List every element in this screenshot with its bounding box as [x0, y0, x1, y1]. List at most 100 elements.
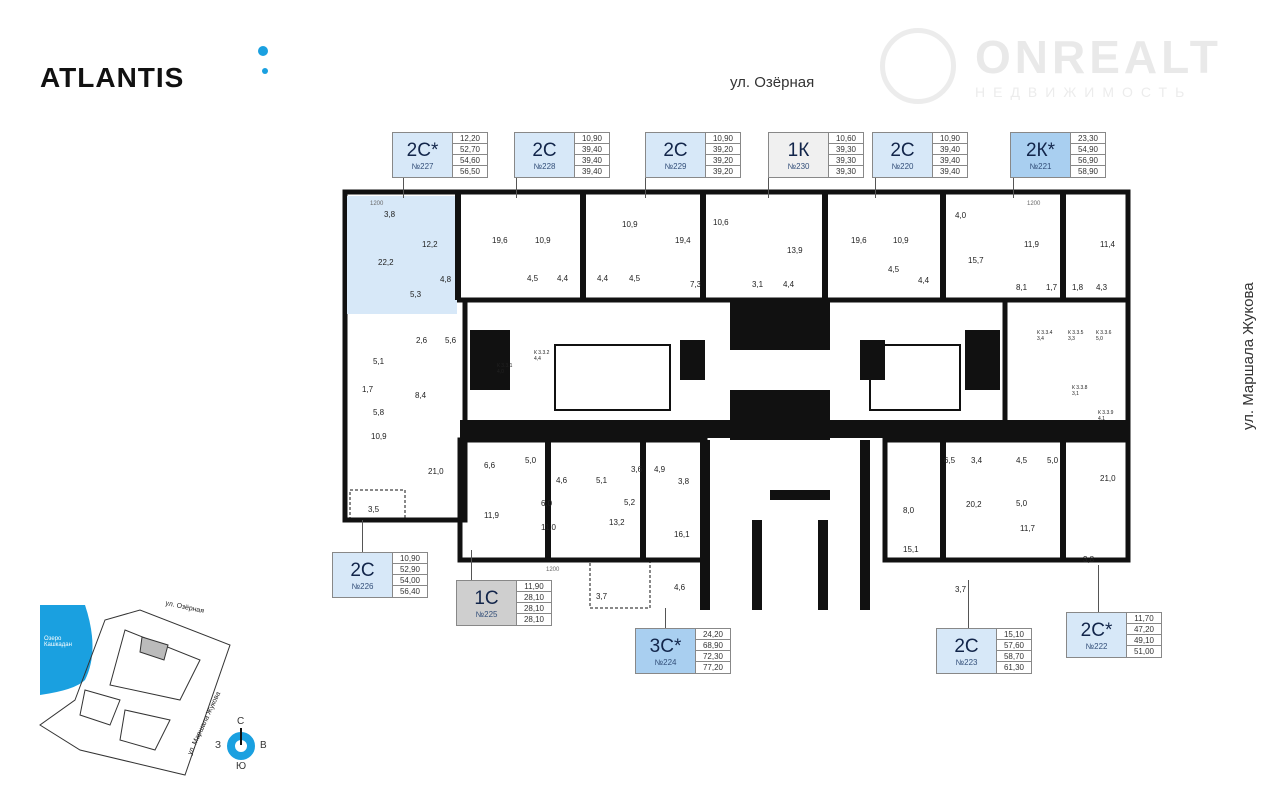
room-area: 3,4	[971, 456, 983, 465]
street-top: ул. Озёрная	[730, 74, 815, 91]
compass-south: Ю	[236, 761, 247, 772]
logo-dot	[258, 46, 268, 56]
room-area: 10,6	[713, 218, 729, 227]
minimap-lake-label: Озеро Кашкадан	[44, 636, 72, 648]
room-area: 7,3	[690, 280, 702, 289]
room-area: 4,4	[783, 280, 795, 289]
room-area: 10,9	[535, 236, 551, 245]
compass-needle	[240, 728, 242, 745]
room-area: 5,1	[596, 476, 608, 485]
room-area: 8,1	[1016, 283, 1028, 292]
room-area: 4,5	[629, 274, 641, 283]
room-area: 16,1	[674, 530, 690, 539]
room-area: 3,6	[631, 465, 643, 474]
watermark-house-icon	[880, 28, 956, 104]
room-area: 2,6	[416, 336, 428, 345]
room-area: 19,6	[851, 236, 867, 245]
room-area: 22,2	[378, 258, 394, 267]
room-area: 10,9	[893, 236, 909, 245]
room-area: 5,1	[373, 357, 385, 366]
room-area: 5,8	[373, 408, 385, 417]
room-area: 1,8	[1072, 283, 1084, 292]
room-area: 19,6	[492, 236, 508, 245]
room-area: 5,3	[410, 290, 422, 299]
room-area: 11,9	[484, 511, 499, 520]
room-area: 3,1	[752, 280, 764, 289]
room-area: 20,2	[966, 500, 982, 509]
room-area: 3,5	[368, 505, 380, 514]
room-area: 4,5	[527, 274, 539, 283]
room-area: 15,1	[903, 545, 919, 554]
room-area: 5,2	[624, 498, 636, 507]
window-label: 1200	[370, 201, 384, 207]
room-area: 5,0	[1047, 456, 1059, 465]
room-area: 3,7	[955, 585, 967, 594]
room-area: 6,5	[944, 456, 956, 465]
room-area: 11,0	[541, 523, 556, 532]
compass-east: В	[260, 740, 267, 751]
room-area: 10,9	[622, 220, 638, 229]
room-area: 4,5	[888, 265, 900, 274]
room-area: 11,9	[1024, 240, 1039, 249]
room-area: 6,6	[484, 461, 496, 470]
room-area: 4,9	[654, 465, 666, 474]
room-area: 3,8	[384, 210, 396, 219]
watermark-subtitle: НЕДВИЖИМОСТЬ	[975, 84, 1193, 100]
logo-dot	[262, 68, 268, 74]
room-area: 5,0	[1016, 499, 1028, 508]
room-area: 3,8	[678, 477, 690, 486]
room-area: 6,0	[541, 499, 553, 508]
compass-north: С	[237, 716, 245, 727]
window-label: 1200	[1027, 201, 1041, 207]
room-area: 21,0	[1100, 474, 1116, 483]
room-area: 8,0	[903, 506, 915, 515]
room-area: 4,6	[674, 583, 686, 592]
room-area: 12,2	[422, 240, 438, 249]
room-area: 15,7	[968, 256, 984, 265]
room-area: 13,9	[787, 246, 803, 255]
room-area: 4,6	[556, 476, 568, 485]
room-area: 19,4	[675, 236, 691, 245]
room-area: 4,8	[440, 275, 452, 284]
room-area: 5,6	[445, 336, 457, 345]
room-area: 5,0	[525, 456, 537, 465]
room-area: 4,4	[597, 274, 609, 283]
room-area: 4,5	[1016, 456, 1028, 465]
room-area: 4,0	[955, 211, 967, 220]
room-area: 1,7	[362, 385, 374, 394]
room-area: 4,3	[1096, 283, 1108, 292]
window-label: 1200	[546, 567, 560, 573]
room-area: 3,8	[1083, 555, 1095, 564]
room-area: 8,4	[415, 391, 427, 400]
room-area: 4,4	[918, 276, 930, 285]
room-area: 4,4	[557, 274, 569, 283]
room-area: 3,7	[596, 592, 608, 601]
room-area: 11,7	[1020, 524, 1035, 533]
room-area: 10,9	[371, 432, 387, 441]
watermark: ONREALT	[975, 31, 1222, 83]
room-area: 1,7	[1046, 283, 1058, 292]
brand-logo: ATLANTIS	[40, 62, 185, 93]
room-area: 11,4	[1100, 240, 1115, 249]
minimap-drawing	[39, 605, 231, 776]
room-area: 13,2	[609, 518, 625, 527]
